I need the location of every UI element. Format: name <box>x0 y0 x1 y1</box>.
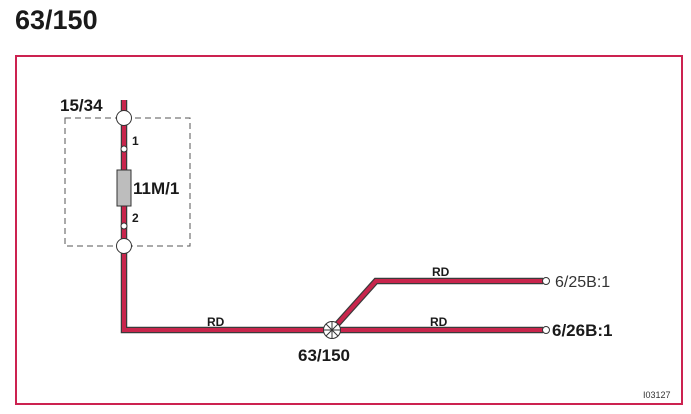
pin-dot-1 <box>120 145 128 153</box>
connector-end-1 <box>542 277 550 285</box>
component-body <box>116 169 132 207</box>
top-connector-label: 15/34 <box>60 96 103 115</box>
wire-color-label-right: RD <box>430 315 448 329</box>
splice-icon <box>323 321 341 339</box>
connector-end-2 <box>542 326 550 334</box>
pin-label-1: 1 <box>132 134 139 148</box>
terminal-top <box>116 110 132 126</box>
wire-color-label-main: RD <box>207 315 225 329</box>
connector-label-2: 6/26B:1 <box>552 321 612 340</box>
component-label: 11M/1 <box>133 179 179 198</box>
pin-label-2: 2 <box>132 211 139 225</box>
diagram-frame <box>15 55 683 405</box>
figure-id: I03127 <box>643 390 671 400</box>
wire-color-label-branch: RD <box>432 265 450 279</box>
wire-branch <box>329 277 543 333</box>
terminal-bottom <box>116 238 132 254</box>
pin-dot-2 <box>120 222 128 230</box>
page-title: 63/150 <box>15 5 98 35</box>
wire-main <box>120 100 543 334</box>
splice-label: 63/150 <box>298 346 350 365</box>
connector-label-1: 6/25B:1 <box>555 274 610 291</box>
